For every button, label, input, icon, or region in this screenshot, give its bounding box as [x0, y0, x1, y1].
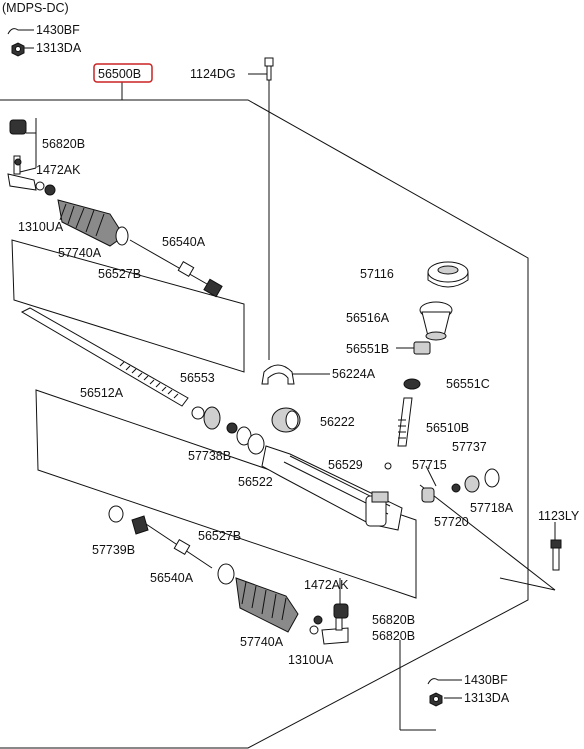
- label-1430bf-top: 1430BF: [36, 23, 80, 37]
- cover-56516a: [419, 301, 453, 341]
- nut-1313da-top: [11, 42, 25, 57]
- label-56510b: 56510B: [426, 421, 469, 435]
- label-56820b-bottom-2: 56820B: [372, 629, 415, 643]
- label-56551c: 56551C: [446, 377, 490, 391]
- nut-1310ua-bottom-a: [313, 615, 323, 625]
- ring-56553: [191, 406, 205, 420]
- label-1310ua-bottom: 1310UA: [288, 653, 334, 667]
- label-56553: 56553: [180, 371, 215, 385]
- seal-56522-b: [247, 433, 265, 455]
- bracket-56224a: [261, 364, 295, 385]
- label-1472ak-bottom: 1472AK: [304, 578, 349, 592]
- label-1472ak-top: 1472AK: [36, 163, 81, 177]
- label-56540a-top: 56540A: [162, 235, 206, 249]
- nut-1310ua-bottom-b: [309, 625, 319, 635]
- nut-1310ua-top: [35, 181, 56, 196]
- seal-56551c: [403, 378, 421, 390]
- spring-57720: [451, 483, 461, 493]
- label-56516a: 56516A: [346, 311, 390, 325]
- label-1430bf-bottom: 1430BF: [464, 673, 508, 687]
- label-57718a: 57718A: [470, 501, 514, 515]
- tie-rod-end-right: [321, 603, 349, 645]
- label-56527b-top: 56527B: [98, 267, 141, 281]
- label-57738b: 57738B: [188, 449, 231, 463]
- bolt-1124dg: [264, 57, 274, 81]
- label-56820b-top: 56820B: [42, 137, 85, 151]
- label-56512a: 56512A: [80, 386, 124, 400]
- locknut-57718a: [484, 468, 500, 488]
- label-57720: 57720: [434, 515, 469, 529]
- label-57740a-top: 57740A: [58, 246, 102, 260]
- label-57739b: 57739B: [92, 543, 135, 557]
- inner-tie-rod-lower: [131, 515, 213, 569]
- nut-1313da-bottom: [429, 692, 443, 707]
- label-56522: 56522: [238, 475, 273, 489]
- label-57116: 57116: [360, 267, 394, 281]
- cap-57116: [427, 261, 469, 288]
- rack-56512a: [20, 307, 189, 407]
- label-1123ly: 1123LY: [538, 509, 580, 523]
- bushing-56553: [203, 406, 221, 430]
- label-56551b: 56551B: [346, 342, 389, 356]
- label-1313da-bottom: 1313DA: [464, 691, 510, 705]
- tie-rod-upper-subframe: [11, 239, 245, 373]
- cotter-pin-1430bf-top: [7, 28, 28, 35]
- variant-label: (MDPS-DC): [2, 1, 69, 15]
- bearing-56551b: [413, 341, 431, 355]
- label-57737: 57737: [452, 440, 487, 454]
- bolt-1123ly: [550, 539, 562, 571]
- label-56222: 56222: [320, 415, 355, 429]
- label-1313da-top: 1313DA: [36, 41, 82, 55]
- label-57740a-bottom: 57740A: [240, 635, 284, 649]
- cotter-pin-1430bf-bottom: [427, 678, 448, 685]
- label-56224a: 56224A: [332, 367, 376, 381]
- bellows-lower: [235, 577, 299, 633]
- washer-57739b: [108, 505, 124, 523]
- assembly-number: 56500B: [98, 67, 141, 81]
- label-56540a-bottom: 56540A: [150, 571, 194, 585]
- inner-tie-rod-upper: [129, 239, 223, 298]
- yoke-57715: [421, 487, 435, 503]
- label-1124dg: 1124DG: [190, 67, 236, 81]
- assembly-number-box: [93, 63, 153, 83]
- clamp-56527b-bottom: [217, 563, 235, 585]
- clamp-56527b-top: [115, 226, 129, 246]
- tie-rod-end-left: [7, 119, 37, 191]
- bush-56222: [271, 407, 301, 433]
- pinion-56510b: [384, 397, 413, 470]
- plug-57737: [464, 475, 480, 493]
- label-56529: 56529: [328, 458, 363, 472]
- label-1310ua-top: 1310UA: [18, 220, 64, 234]
- washer-57738b: [226, 422, 238, 434]
- bellows-upper: [57, 199, 125, 247]
- label-56527b-bottom: 56527B: [198, 529, 241, 543]
- label-56820b-bottom-1: 56820B: [372, 613, 415, 627]
- label-57715: 57715: [412, 458, 447, 472]
- gear-housing: [261, 445, 403, 531]
